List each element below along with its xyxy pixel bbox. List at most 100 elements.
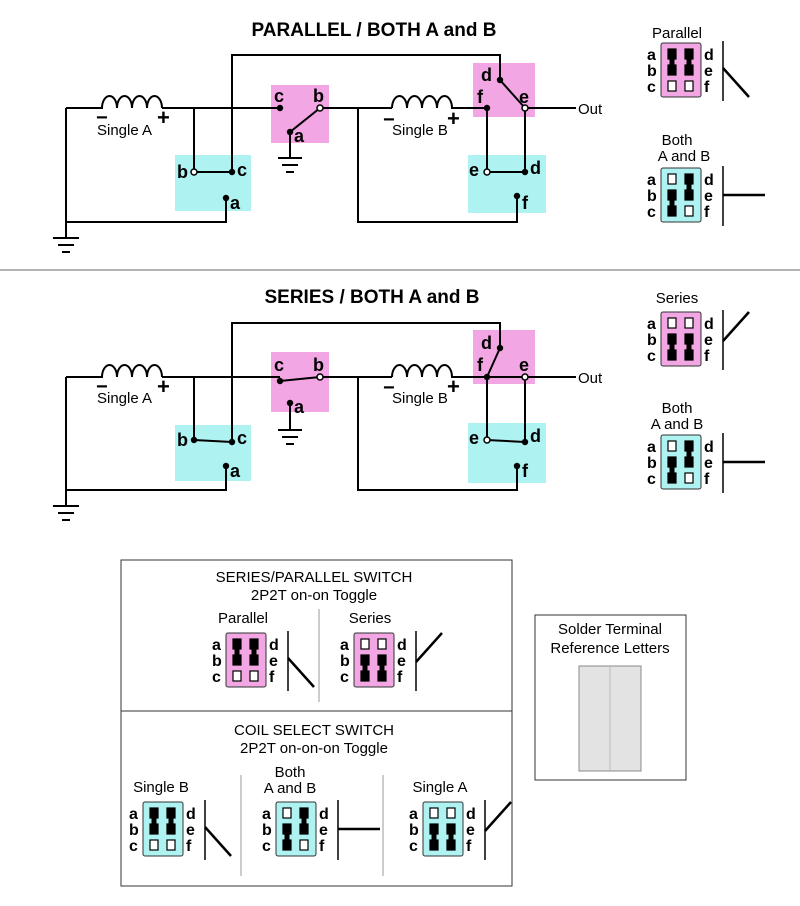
- terminal-letter: a: [262, 806, 271, 823]
- switch-lever: [279, 376, 321, 382]
- coil-single-b: [391, 364, 487, 378]
- coil-a-plus: +: [157, 374, 170, 399]
- terminal-letter: a: [647, 439, 656, 456]
- wire: [357, 108, 518, 223]
- terminal-letter: f: [704, 348, 710, 365]
- solder-lug: [429, 807, 439, 819]
- coil-b-label: Single B: [392, 122, 448, 139]
- ground-symbol: [278, 157, 302, 173]
- terminal-letter: f: [704, 79, 710, 96]
- solder-lug: [667, 205, 677, 217]
- coil-select-title: COIL SELECT SWITCH: [234, 722, 394, 739]
- reference-panel: Solder Terminal Reference Letters: [534, 614, 687, 781]
- solder-lug: [684, 64, 694, 76]
- switch-bridge: [234, 644, 240, 660]
- terminal-letter: a: [340, 637, 349, 654]
- terminal-open: [483, 168, 491, 176]
- terminal-closed: [228, 168, 236, 176]
- switch-bridge: [686, 54, 692, 70]
- solder-lug: [684, 349, 694, 361]
- terminal-letter: c: [274, 86, 284, 106]
- solder-lug: [446, 823, 456, 835]
- ground-symbol: [278, 429, 302, 445]
- terminal-letter: d: [704, 47, 714, 64]
- terminal-letter: f: [466, 838, 472, 855]
- coil-b-minus: −: [383, 377, 395, 399]
- solder-lug: [667, 48, 677, 60]
- terminal-letter: f: [704, 471, 710, 488]
- series-title: SERIES / BOTH A and B: [264, 287, 479, 308]
- terminal-letter: e: [704, 188, 713, 205]
- terminal-closed: [222, 194, 230, 202]
- solder-lug: [377, 654, 387, 666]
- terminal-letter: c: [409, 838, 418, 855]
- switch-lever-line: [415, 632, 443, 663]
- solder-lug: [232, 654, 242, 666]
- switch-body: [275, 801, 317, 857]
- switch-bridge: [686, 179, 692, 195]
- switch-body: [353, 632, 395, 688]
- switch-bridge: [284, 829, 290, 845]
- solder-lug: [232, 638, 242, 650]
- terminal-letter: d: [530, 158, 541, 178]
- terminal-letter: a: [647, 316, 656, 333]
- output-label: Out: [578, 370, 603, 387]
- solder-lug: [446, 839, 456, 851]
- solder-lug: [360, 654, 370, 666]
- terminal-closed: [222, 462, 230, 470]
- terminal-letter: d: [481, 65, 492, 85]
- terminal-letter: b: [313, 355, 324, 375]
- terminal-letter: e: [704, 332, 713, 349]
- solder-lug: [149, 823, 159, 835]
- switch-bridge: [251, 644, 257, 660]
- switch-bridge: [379, 660, 385, 676]
- wire: [357, 377, 518, 491]
- terminal-letter: a: [647, 172, 656, 189]
- terminal-letter: a: [294, 397, 305, 417]
- coil-a-label: Single A: [97, 390, 152, 407]
- side-label-both: Both: [662, 132, 693, 149]
- terminal-letter: e: [466, 822, 475, 839]
- terminal-letter: d: [397, 637, 407, 654]
- solder-lug: [299, 823, 309, 835]
- solder-lug: [684, 80, 694, 92]
- switch-bridge: [686, 446, 692, 462]
- coil-single-b: [391, 95, 487, 109]
- terminal-letter: c: [237, 428, 247, 448]
- side-label-both: Both: [662, 400, 693, 417]
- terminal-open: [521, 104, 529, 112]
- sp-switch-subtitle: 2P2T on-on Toggle: [251, 587, 377, 604]
- solder-lug: [282, 807, 292, 819]
- switch-lever: [486, 347, 501, 378]
- terminal-closed: [483, 104, 491, 112]
- ground-symbol: [53, 505, 79, 521]
- solder-lug: [684, 189, 694, 201]
- solder-lug: [667, 80, 677, 92]
- coil-switch-right-box: [468, 423, 546, 483]
- solder-lug: [667, 317, 677, 329]
- sp-switch-left-box: [271, 85, 329, 143]
- switch-bridge: [448, 829, 454, 845]
- solder-lug: [429, 823, 439, 835]
- solder-lug: [667, 440, 677, 452]
- coil-single-a: [66, 95, 163, 109]
- terminal-closed: [496, 76, 504, 84]
- terminal-open: [521, 373, 529, 381]
- legend-border: [120, 559, 513, 887]
- terminal-letter: f: [397, 669, 403, 686]
- solder-lug: [377, 638, 387, 650]
- solder-lug: [299, 839, 309, 851]
- sp-switch-title: SERIES/PARALLEL SWITCH: [216, 569, 413, 586]
- legend-label-parallel: Parallel: [218, 610, 268, 627]
- terminal-letter: d: [704, 172, 714, 189]
- reference-title-line2: Reference Letters: [550, 640, 669, 657]
- switch-bridge: [669, 462, 675, 478]
- terminal-closed: [513, 192, 521, 200]
- wire: [231, 322, 501, 377]
- terminal-letter: d: [481, 333, 492, 353]
- solder-lug: [166, 823, 176, 835]
